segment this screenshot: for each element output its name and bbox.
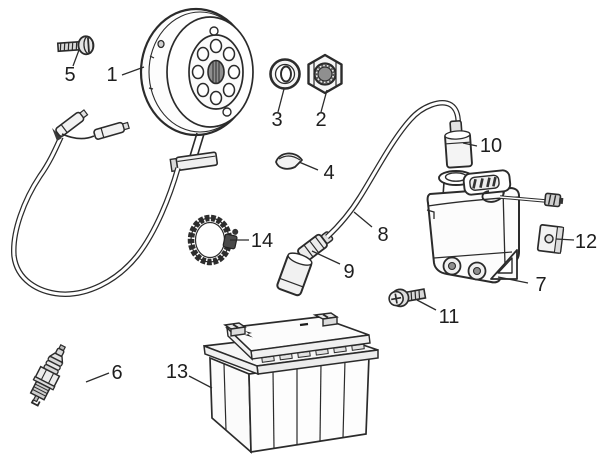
stator-harness-wire: [11, 109, 181, 297]
part-label-1: 1: [106, 64, 117, 86]
ht-cable-drawing: [325, 100, 461, 240]
harness-terminal-2: [93, 121, 130, 140]
leader-lines: [72, 49, 575, 389]
spark-plug-drawing: [29, 344, 67, 407]
washer-drawing: [269, 58, 301, 90]
part-label-2: 2: [315, 109, 326, 131]
screw-5-drawing: [56, 35, 95, 56]
part-label-12: 12: [575, 231, 597, 253]
part-labels: 1 2 3 4 5 6 7 8 9 10 11 12 13 14: [64, 64, 597, 384]
part-label-4: 4: [323, 162, 334, 184]
harness-terminal-1: [55, 109, 89, 137]
part-label-9: 9: [343, 261, 354, 283]
battery-drawing: [203, 312, 379, 454]
flywheel-drawing: [139, 7, 254, 173]
clamp-drawing: [187, 214, 239, 266]
part-label-6: 6: [111, 362, 122, 384]
key-drawing: [275, 152, 303, 170]
part-label-14: 14: [251, 230, 273, 252]
screw-11-drawing: [388, 288, 427, 308]
ignition-coil-drawing: [426, 169, 564, 284]
part-label-3: 3: [271, 109, 282, 131]
part-label-13: 13: [166, 361, 188, 383]
part-label-11: 11: [439, 306, 460, 328]
battery-terminal-right: [312, 312, 339, 327]
coil-lead-terminal: [543, 192, 564, 208]
plug-cap-drawing: [276, 231, 334, 297]
part-label-10: 10: [480, 135, 502, 157]
part-label-7: 7: [535, 274, 546, 296]
nut-drawing: [307, 53, 343, 95]
cable-cap-drawing: [444, 120, 473, 169]
battery-terminal-left: [223, 322, 247, 337]
clip-plate-drawing: [536, 224, 565, 254]
part-label-5: 5: [64, 64, 75, 86]
part-label-8: 8: [377, 224, 388, 246]
